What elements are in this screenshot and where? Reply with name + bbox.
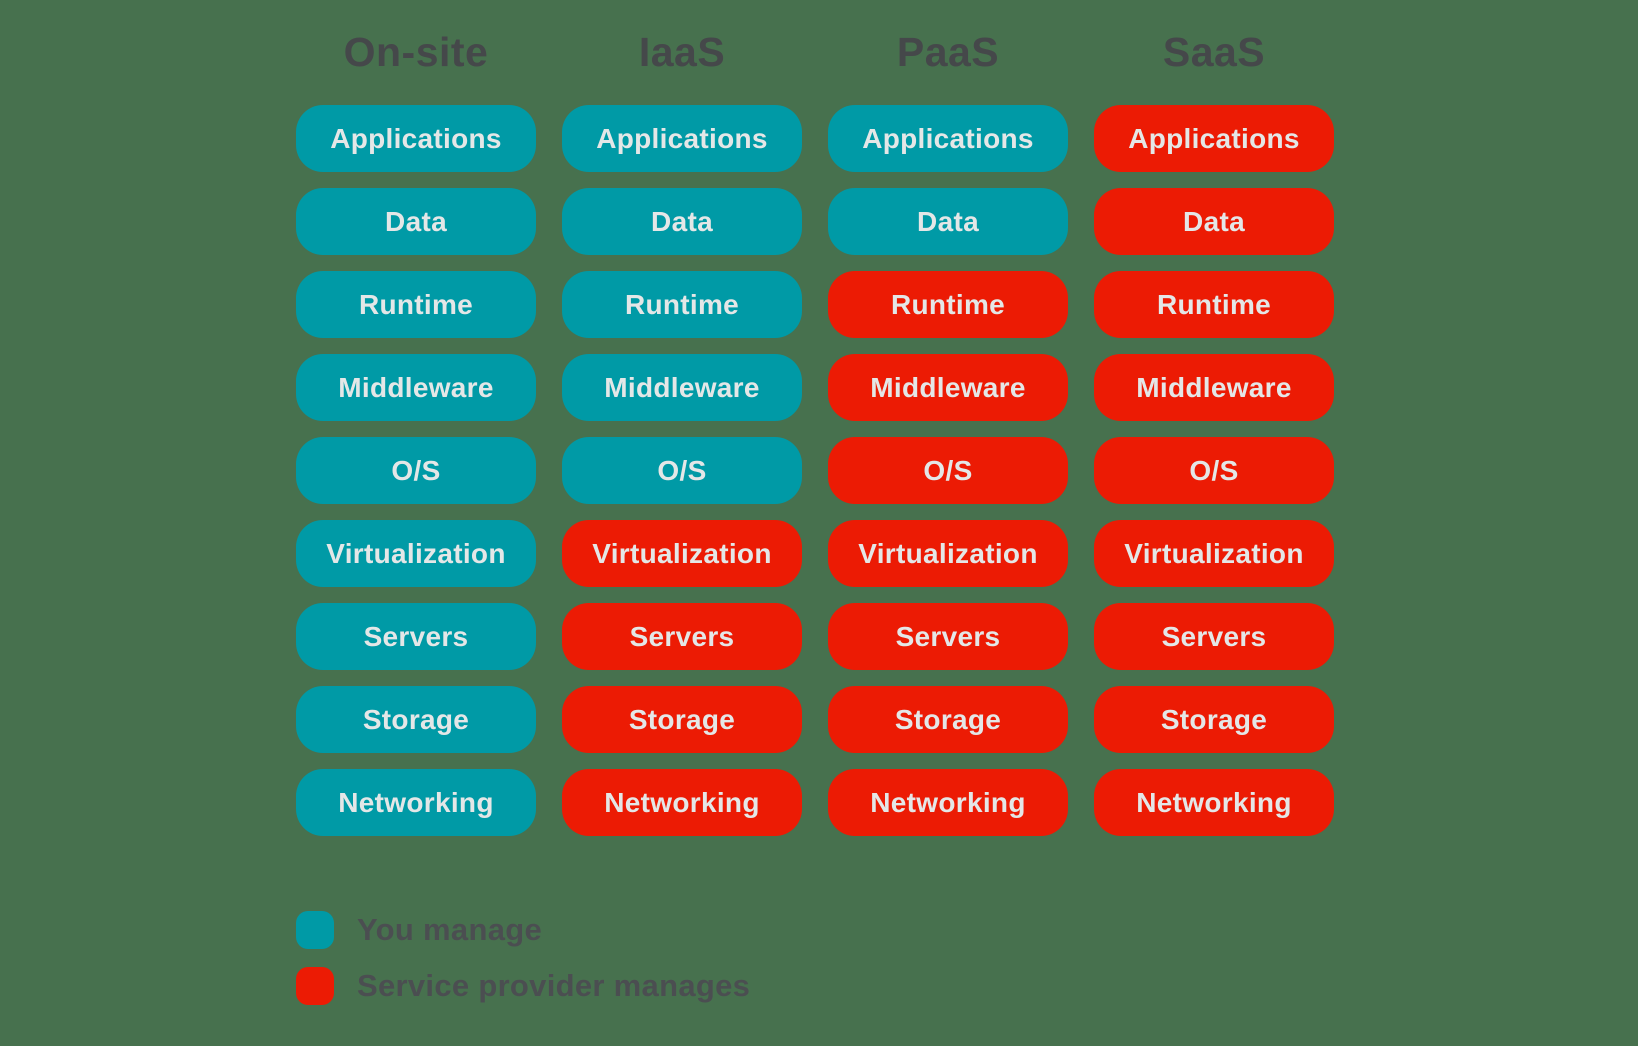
layer-pill-label: Runtime xyxy=(1156,288,1272,320)
service-model-column: PaaS Applications Data Runtime Middlewar… xyxy=(828,28,1068,852)
layer-pill-runtime: Runtime xyxy=(562,271,802,338)
legend-color-swatch xyxy=(296,911,334,949)
layer-pill-runtime: Runtime xyxy=(1094,271,1334,338)
service-model-column: On-site Applications Data Runtime Middle… xyxy=(296,28,536,852)
layer-pill-virtualization: Virtualization xyxy=(828,520,1068,587)
layer-pill-o-s: O/S xyxy=(828,437,1068,504)
legend-label: You manage xyxy=(357,912,543,947)
layer-pill-label: Data xyxy=(917,205,979,237)
layer-pill-data: Data xyxy=(562,188,802,255)
layer-pill-runtime: Runtime xyxy=(296,271,536,338)
layer-pill-label: Virtualization xyxy=(1124,537,1304,569)
layer-pill-label: Runtime xyxy=(890,288,1006,320)
layer-pill-label: Virtualization xyxy=(858,537,1038,569)
layer-pill-stack: Applications Data Runtime Middleware O/S… xyxy=(296,105,536,836)
layer-pill-label: O/S xyxy=(1189,454,1239,486)
layer-pill-servers: Servers xyxy=(828,603,1068,670)
layer-pill-virtualization: Virtualization xyxy=(1094,520,1334,587)
legend: You manage Service provider manages xyxy=(296,911,750,1023)
layer-pill-storage: Storage xyxy=(1094,686,1334,753)
layer-pill-virtualization: Virtualization xyxy=(296,520,536,587)
layer-pill-applications: Applications xyxy=(828,105,1068,172)
layer-pill-stack: Applications Data Runtime Middleware O/S… xyxy=(1094,105,1334,836)
service-model-columns: On-site Applications Data Runtime Middle… xyxy=(296,28,1334,852)
layer-pill-middleware: Middleware xyxy=(828,354,1068,421)
layer-pill-label: Data xyxy=(1183,205,1245,237)
layer-pill-servers: Servers xyxy=(1094,603,1334,670)
layer-pill-servers: Servers xyxy=(296,603,536,670)
layer-pill-label: Servers xyxy=(629,620,735,652)
layer-pill-stack: Applications Data Runtime Middleware O/S… xyxy=(562,105,802,836)
layer-pill-storage: Storage xyxy=(296,686,536,753)
layer-pill-o-s: O/S xyxy=(1094,437,1334,504)
layer-pill-label: Storage xyxy=(894,703,1002,735)
layer-pill-storage: Storage xyxy=(562,686,802,753)
layer-pill-label: Networking xyxy=(870,786,1026,818)
column-header-paas: PaaS xyxy=(896,29,1000,75)
layer-pill-label: Networking xyxy=(604,786,760,818)
layer-pill-applications: Applications xyxy=(562,105,802,172)
legend-label: Service provider manages xyxy=(357,968,751,1003)
layer-pill-label: Runtime xyxy=(358,288,474,320)
layer-pill-label: Applications xyxy=(862,122,1034,154)
layer-pill-middleware: Middleware xyxy=(1094,354,1334,421)
layer-pill-middleware: Middleware xyxy=(562,354,802,421)
layer-pill-label: Data xyxy=(651,205,713,237)
layer-pill-storage: Storage xyxy=(828,686,1068,753)
service-model-column: IaaS Applications Data Runtime Middlewar… xyxy=(562,28,802,852)
legend-item: Service provider manages xyxy=(296,967,750,1005)
layer-pill-label: Networking xyxy=(338,786,494,818)
layer-pill-label: Applications xyxy=(596,122,768,154)
legend-item: You manage xyxy=(296,911,750,949)
layer-pill-label: O/S xyxy=(657,454,707,486)
column-header-saas: SaaS xyxy=(1162,29,1266,75)
layer-pill-label: Servers xyxy=(895,620,1001,652)
layer-pill-servers: Servers xyxy=(562,603,802,670)
layer-pill-label: Middleware xyxy=(604,371,760,403)
layer-pill-data: Data xyxy=(828,188,1068,255)
layer-pill-label: O/S xyxy=(391,454,441,486)
layer-pill-label: Applications xyxy=(1128,122,1300,154)
layer-pill-label: Storage xyxy=(1160,703,1268,735)
layer-pill-middleware: Middleware xyxy=(296,354,536,421)
layer-pill-label: Storage xyxy=(362,703,470,735)
layer-pill-data: Data xyxy=(1094,188,1334,255)
layer-pill-label: Runtime xyxy=(624,288,740,320)
layer-pill-virtualization: Virtualization xyxy=(562,520,802,587)
layer-pill-label: Applications xyxy=(330,122,502,154)
layer-pill-stack: Applications Data Runtime Middleware O/S… xyxy=(828,105,1068,836)
layer-pill-label: Virtualization xyxy=(326,537,506,569)
layer-pill-label: Middleware xyxy=(338,371,494,403)
layer-pill-runtime: Runtime xyxy=(828,271,1068,338)
layer-pill-label: Middleware xyxy=(1136,371,1292,403)
layer-pill-applications: Applications xyxy=(1094,105,1334,172)
layer-pill-applications: Applications xyxy=(296,105,536,172)
layer-pill-o-s: O/S xyxy=(296,437,536,504)
layer-pill-label: Data xyxy=(385,205,447,237)
layer-pill-label: Servers xyxy=(1161,620,1267,652)
layer-pill-label: Servers xyxy=(363,620,469,652)
layer-pill-networking: Networking xyxy=(1094,769,1334,836)
column-header-iaas: IaaS xyxy=(638,29,726,75)
service-model-column: SaaS Applications Data Runtime Middlewar… xyxy=(1094,28,1334,852)
legend-color-swatch xyxy=(296,967,334,1005)
layer-pill-data: Data xyxy=(296,188,536,255)
layer-pill-o-s: O/S xyxy=(562,437,802,504)
layer-pill-label: Storage xyxy=(628,703,736,735)
layer-pill-label: Virtualization xyxy=(592,537,772,569)
layer-pill-label: Middleware xyxy=(870,371,1026,403)
column-header-on-site: On-site xyxy=(343,29,489,75)
layer-pill-label: O/S xyxy=(923,454,973,486)
layer-pill-networking: Networking xyxy=(562,769,802,836)
layer-pill-label: Networking xyxy=(1136,786,1292,818)
layer-pill-networking: Networking xyxy=(296,769,536,836)
layer-pill-networking: Networking xyxy=(828,769,1068,836)
